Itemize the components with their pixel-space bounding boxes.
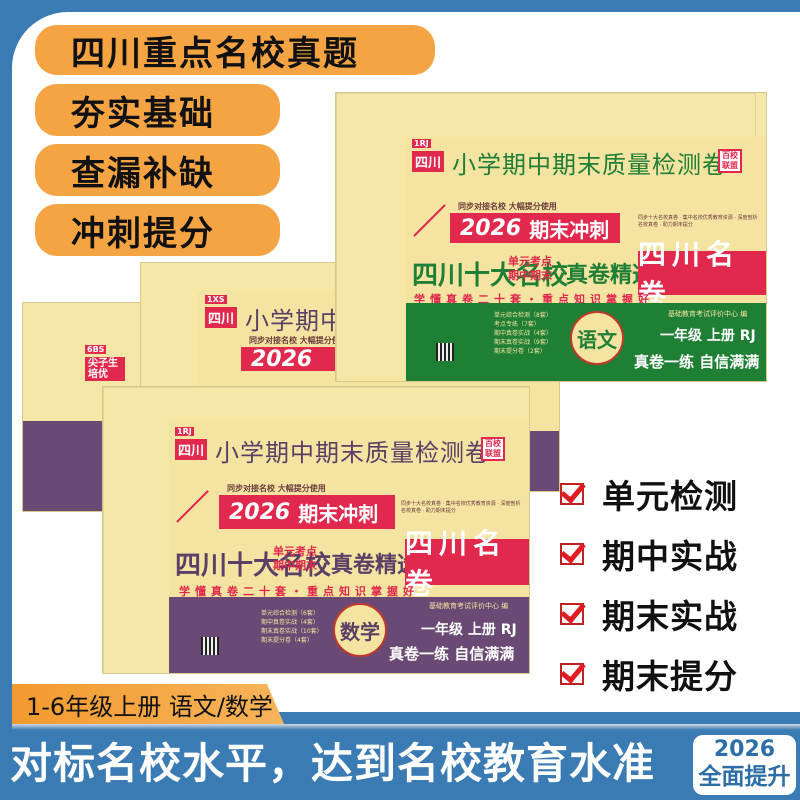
arrow-icon xyxy=(413,204,446,237)
contents-item: 期末提分卷（2套） xyxy=(494,348,546,355)
book-chinese: 1RJ 四川 小学期中期末质量检测卷 百校联盟 同步对接名校 大幅提分使用 20… xyxy=(335,92,767,382)
headline-pill-sprint: 冲刺提分 xyxy=(35,204,280,256)
edition-code: 1RJ xyxy=(412,139,431,148)
qr-code xyxy=(201,637,219,655)
pill-label: 查漏补缺 xyxy=(71,153,215,194)
feature-checklist: 单元检测 期中实战 期末实战 期末提分 xyxy=(560,464,790,704)
year: 2026 xyxy=(229,499,291,525)
feature-notes: 同步十大名校真卷 · 集中名校优秀教育资源 · 深度剖析名校真卷 · 助力期末提… xyxy=(638,215,758,228)
year: 2026 xyxy=(460,215,522,241)
contents-list: 单元综合检测（6套） 期中真卷实战（4套） 期末真卷实战（10套） 期末提分卷（… xyxy=(261,609,323,645)
check-label: 期中实战 xyxy=(602,537,738,576)
region-tag: 四川 xyxy=(175,439,208,460)
sync-line: 同步对接名校 大幅提分使用 xyxy=(249,336,348,345)
checkbox-checked-icon xyxy=(560,603,584,625)
checkbox-checked-icon xyxy=(560,663,584,685)
sync-line: 同步对接名校 大幅提分使用 xyxy=(458,202,557,211)
book-title: 小学期中期末质量检测卷 xyxy=(215,439,490,467)
big-title: 四川十大名校 xyxy=(412,261,569,291)
region-tag: 尖子生 培优 xyxy=(85,357,125,381)
year-banner: 2026 期末冲刺 xyxy=(219,495,395,529)
motto: 真卷一练 自信满满 xyxy=(634,353,760,371)
mid-line-1: 单元考点 xyxy=(273,545,317,558)
checkbox-checked-icon xyxy=(560,483,584,505)
contents-item: 期末真卷实战（9套） xyxy=(494,339,552,346)
sync-line: 同步对接名校 大幅提分使用 xyxy=(227,484,326,493)
edition-code: 6BS xyxy=(85,345,107,354)
big-title: 四川十大名校 xyxy=(175,551,332,581)
qr-code xyxy=(436,343,454,361)
check-item-unit-test: 单元检测 xyxy=(560,464,790,524)
slogan: 对标名校水平，达到名校教育水准 xyxy=(10,739,656,788)
selection-label: 真卷精选 xyxy=(331,553,420,578)
headline-pill-foundation: 夯实基础 xyxy=(35,84,280,136)
headline-pill-sichuan: 四川重点名校真题 xyxy=(35,25,435,75)
checkbox-checked-icon xyxy=(560,543,584,565)
pill-label: 冲刺提分 xyxy=(71,213,215,254)
arrow-icon xyxy=(176,490,209,523)
headline-pill-gaps: 查漏补缺 xyxy=(35,144,280,196)
contents-item: 考点专练（7套） xyxy=(494,321,540,328)
tagline: 学懂真卷二十套・重点知识掌握好 xyxy=(179,585,419,598)
grade-label: 一年级 上册 RJ xyxy=(660,328,756,344)
subject-circle: 语文 xyxy=(570,311,624,365)
cover-bottom: 单元综合检测（6套） 期中真卷实战（4套） 期末真卷实战（10套） 期末提分卷（… xyxy=(169,597,529,673)
edition-code: 1XS xyxy=(205,295,227,304)
year-badge: 2026 全面提升 xyxy=(693,735,796,795)
motto: 真卷一练 自信满满 xyxy=(389,645,515,663)
sprint-label: 期末冲刺 xyxy=(298,501,379,526)
subject-circle: 数学 xyxy=(333,603,387,657)
seal-badge: 百校联盟 xyxy=(718,149,742,173)
region-tag: 四川 xyxy=(412,151,445,172)
mid-line-2: 期中期末 xyxy=(273,559,317,572)
feature-notes: 同步十大名校真卷 · 集中名校优秀教育资源 · 深度剖析名校真卷 · 助力期末提… xyxy=(401,501,521,514)
badge-text: 全面提升 xyxy=(698,764,791,790)
badge-year: 2026 xyxy=(713,737,776,762)
cover: 1RJ 四川 小学期中期末质量检测卷 百校联盟 同步对接名校 大幅提分使用 20… xyxy=(406,137,766,381)
contents-list: 单元综合检测（8套） 考点专练（7套） 期中真卷实战（4套） 期末真卷实战（9套… xyxy=(494,311,552,356)
contents-item: 单元综合检测（8套） xyxy=(494,312,552,319)
grade-label: 一年级 上册 RJ xyxy=(421,622,517,638)
editor-credit: 基础教育考试评价中心 编 xyxy=(668,310,748,318)
cover-bottom: 单元综合检测（8套） 考点专练（7套） 期中真卷实战（4套） 期末真卷实战（9套… xyxy=(406,303,766,381)
contents-item: 期末真卷实战（10套） xyxy=(261,628,323,635)
mid-line-1: 单元考点 xyxy=(508,255,552,268)
contents-item: 期末提分卷（4套） xyxy=(261,637,313,644)
mid-line-2: 期中期末 xyxy=(508,269,552,282)
book-math: 1RJ 四川 小学期中期末质量检测卷 百校联盟 同步对接名校 大幅提分使用 20… xyxy=(102,386,530,674)
contents-item: 期中真卷实战（4套） xyxy=(261,619,319,626)
seal-badge: 百校联盟 xyxy=(481,437,505,461)
year: 2026 xyxy=(251,346,313,372)
region-tag: 四川 xyxy=(205,307,238,328)
cover: 1RJ 四川 小学期中期末质量检测卷 百校联盟 同步对接名校 大幅提分使用 20… xyxy=(169,421,529,673)
pill-label: 四川重点名校真题 xyxy=(71,33,359,74)
check-label: 单元检测 xyxy=(602,477,738,516)
year-banner: 2026 期末冲刺 xyxy=(450,213,620,243)
divider xyxy=(12,724,800,730)
edition-code: 1RJ xyxy=(175,427,194,436)
check-label: 期末提分 xyxy=(602,657,738,696)
book-title: 小学期中期末质量检测卷 xyxy=(452,151,727,179)
check-item-improve: 期末提分 xyxy=(560,644,790,704)
editor-credit: 基础教育考试评价中心 编 xyxy=(429,602,509,610)
check-item-final: 期末实战 xyxy=(560,584,790,644)
red-banner: 四川名卷 xyxy=(405,527,529,600)
contents-item: 单元综合检测（6套） xyxy=(261,610,319,617)
tagline: 学懂真卷二十套・重点知识掌握好 xyxy=(414,293,654,306)
book-title: 小学期中 xyxy=(245,307,345,335)
red-banner: 四川名卷 xyxy=(638,238,766,311)
check-label: 期末实战 xyxy=(602,597,738,636)
grade-band: 1-6年级上册 语文/数学 xyxy=(12,684,284,724)
sprint-label: 期末冲刺 xyxy=(529,217,610,242)
contents-item: 期中真卷实战（4套） xyxy=(494,330,552,337)
pill-label: 夯实基础 xyxy=(71,93,215,134)
check-item-midterm: 期中实战 xyxy=(560,524,790,584)
